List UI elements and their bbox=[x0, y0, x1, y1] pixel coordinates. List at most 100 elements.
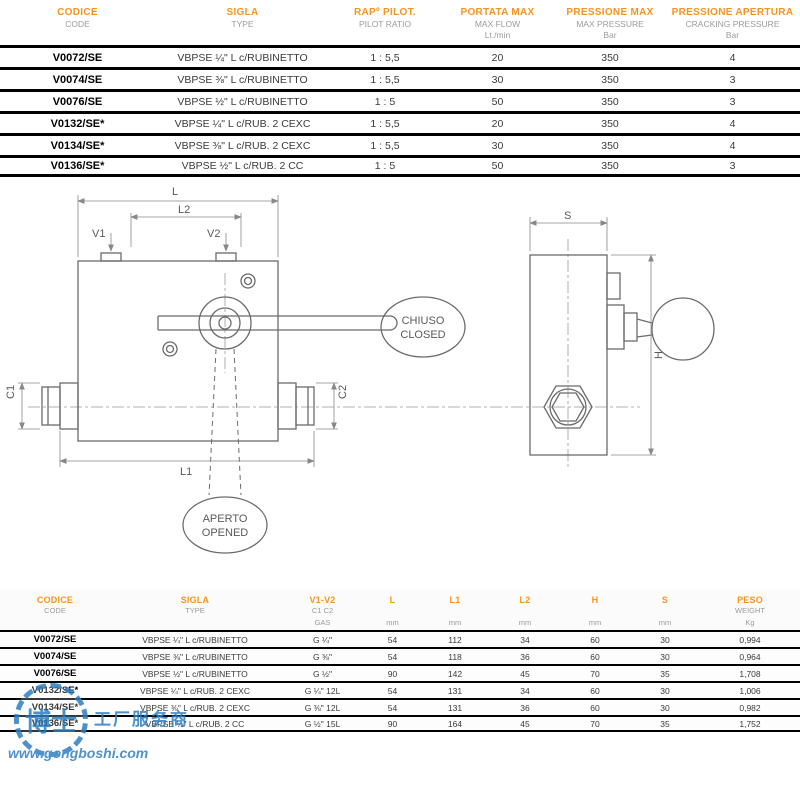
cell-flow: 50 bbox=[491, 95, 504, 108]
hex-nut bbox=[543, 385, 593, 429]
cell-cracking: 4 bbox=[729, 139, 736, 152]
dim-label-S: S bbox=[564, 210, 571, 222]
cell-peso: 1,752 bbox=[739, 718, 761, 729]
cell-L: 90 bbox=[387, 668, 398, 679]
technical-drawing: L L2 V1 V2 C1 C2 L1 S H CHIUSO CLOSED AP… bbox=[0, 177, 800, 589]
header-unit: GAS bbox=[314, 618, 331, 627]
cell-H: 60 bbox=[590, 702, 600, 713]
header-sub bbox=[490, 606, 560, 615]
table-row: V0136/SE* VBPSE ½" L c/RUB. 2 CC 1 : 5 5… bbox=[0, 155, 800, 177]
header-unit: Bar bbox=[603, 30, 617, 40]
cell-pressure: 350 bbox=[601, 51, 619, 64]
cell-type: VBPSE ¼" L c/RUBINETTO bbox=[142, 634, 248, 645]
cell-flow: 30 bbox=[491, 139, 504, 152]
cell-type: VBPSE ⅜" L c/RUB. 2 CEXC bbox=[174, 139, 311, 152]
cell-code: V0132/SE* bbox=[50, 117, 105, 130]
open-state-balloon bbox=[182, 496, 268, 554]
cell-ratio: 1 : 5 bbox=[374, 160, 396, 172]
cell-cracking: 3 bbox=[729, 73, 736, 86]
cell-pressure: 350 bbox=[601, 117, 619, 130]
table-row: V0136/SE* VBPSE ½" L c/RUB. 2 CC G ½" 15… bbox=[0, 715, 800, 732]
watermark-site-url: www.gongboshi.com bbox=[8, 745, 149, 761]
header-sub bbox=[420, 606, 490, 615]
cell-pressure: 350 bbox=[601, 160, 619, 172]
header-main: PRESSIONE MAX bbox=[566, 7, 654, 18]
cell-ratio: 1 : 5,5 bbox=[370, 51, 400, 64]
cell-H: 70 bbox=[590, 718, 600, 729]
cell-gas: G ⅜" bbox=[312, 651, 333, 662]
dimension-lines bbox=[18, 195, 656, 467]
header-main: SIGLA bbox=[180, 595, 210, 605]
open-label-it: APERTO bbox=[203, 513, 248, 525]
cell-gas: G ½" bbox=[312, 668, 333, 679]
cell-S: 30 bbox=[660, 634, 670, 645]
cell-L1: 112 bbox=[448, 634, 462, 645]
cell-flow: 30 bbox=[491, 73, 504, 86]
cell-gas: G ¼" bbox=[312, 634, 333, 645]
spec-table: CODICE CODE SIGLA TYPE RAPº PILOT. PILOT… bbox=[0, 0, 800, 177]
front-view bbox=[41, 252, 466, 554]
cell-H: 60 bbox=[590, 634, 600, 645]
cell-cracking: 4 bbox=[729, 51, 736, 64]
header-sub: MAX FLOW bbox=[474, 19, 521, 29]
cell-L: 54 bbox=[387, 634, 398, 645]
header-peso: PESO WEIGHT Kg bbox=[700, 595, 800, 627]
cell-H: 60 bbox=[590, 685, 600, 696]
dim-label-C1: C1 bbox=[5, 385, 17, 399]
cell-gas: G ½" 15L bbox=[304, 718, 341, 729]
header-L: L mm bbox=[365, 595, 420, 627]
cell-H: 60 bbox=[590, 651, 600, 662]
table-row: V0072/SE VBPSE ¼" L c/RUBINETTO 1 : 5,5 … bbox=[0, 45, 800, 67]
closed-state-balloon bbox=[380, 296, 466, 358]
header-pilot-ratio: RAPº PILOT. PILOT RATIO bbox=[330, 7, 440, 41]
cell-L2: 36 bbox=[520, 702, 530, 713]
header-unit: mm bbox=[588, 618, 602, 627]
header-unit: mm bbox=[386, 618, 399, 627]
header-sub: CODE bbox=[44, 606, 66, 615]
cell-code: V0136/SE* bbox=[50, 160, 105, 172]
cell-S: 30 bbox=[660, 685, 670, 696]
valve-drawing-svg: L L2 V1 V2 C1 C2 L1 S H CHIUSO CLOSED AP… bbox=[5, 186, 715, 554]
header-main: H bbox=[591, 595, 599, 605]
header-sub: CRACKING PRESSURE bbox=[685, 19, 780, 29]
cell-peso: 1,708 bbox=[739, 668, 761, 679]
cell-ratio: 1 : 5,5 bbox=[370, 117, 400, 130]
header-main: S bbox=[661, 595, 669, 605]
cell-type: VBPSE ½" L c/RUB. 2 CC bbox=[181, 160, 304, 172]
header-L1: L1 mm bbox=[420, 595, 490, 627]
header-sigla: SIGLA TYPE bbox=[110, 595, 280, 627]
cell-L: 54 bbox=[387, 651, 398, 662]
dim-label-V2: V2 bbox=[207, 228, 220, 240]
table-row: V0132/SE* VBPSE ¼" L c/RUB. 2 CEXC 1 : 5… bbox=[0, 111, 800, 133]
cell-ratio: 1 : 5,5 bbox=[370, 73, 400, 86]
table-row: V0132/SE* VBPSE ¼" L c/RUB. 2 CEXC G ¼" … bbox=[0, 681, 800, 698]
header-L2: L2 mm bbox=[490, 595, 560, 627]
header-main: PORTATA MAX bbox=[460, 7, 535, 18]
closed-label-en: CLOSED bbox=[400, 329, 445, 341]
header-sub: MAX PRESSURE bbox=[576, 19, 644, 29]
dim-label-V1: V1 bbox=[92, 228, 105, 240]
header-unit: mm bbox=[658, 618, 672, 627]
header-sub: CODE bbox=[65, 19, 90, 29]
cell-gas: G ⅜" 12L bbox=[304, 702, 341, 713]
header-main: CODICE bbox=[57, 7, 98, 18]
cell-L2: 45 bbox=[520, 668, 530, 679]
header-sub: TYPE bbox=[231, 19, 254, 29]
cell-L2: 36 bbox=[520, 651, 530, 662]
lever-pivot bbox=[198, 296, 252, 350]
header-main: PESO bbox=[737, 595, 763, 605]
header-unit bbox=[110, 618, 280, 627]
cell-L1: 118 bbox=[448, 651, 462, 662]
cell-ratio: 1 : 5 bbox=[374, 95, 396, 108]
cell-type: VBPSE ¼" L c/RUBINETTO bbox=[177, 51, 308, 64]
cell-type: VBPSE ½" L c/RUB. 2 CC bbox=[145, 718, 245, 729]
header-codice: CODICE CODE bbox=[0, 7, 155, 41]
table-row: V0134/SE* VBPSE ⅜" L c/RUB. 2 CEXC G ⅜" … bbox=[0, 698, 800, 715]
cell-code: V0134/SE* bbox=[31, 702, 79, 713]
cell-type: VBPSE ¼" L c/RUB. 2 CEXC bbox=[174, 117, 311, 130]
cell-L2: 34 bbox=[520, 634, 530, 645]
header-codice: CODICE CODE bbox=[0, 595, 110, 627]
cell-peso: 0,982 bbox=[739, 702, 761, 713]
header-unit: Bar bbox=[725, 30, 740, 40]
header-sub bbox=[560, 606, 630, 615]
